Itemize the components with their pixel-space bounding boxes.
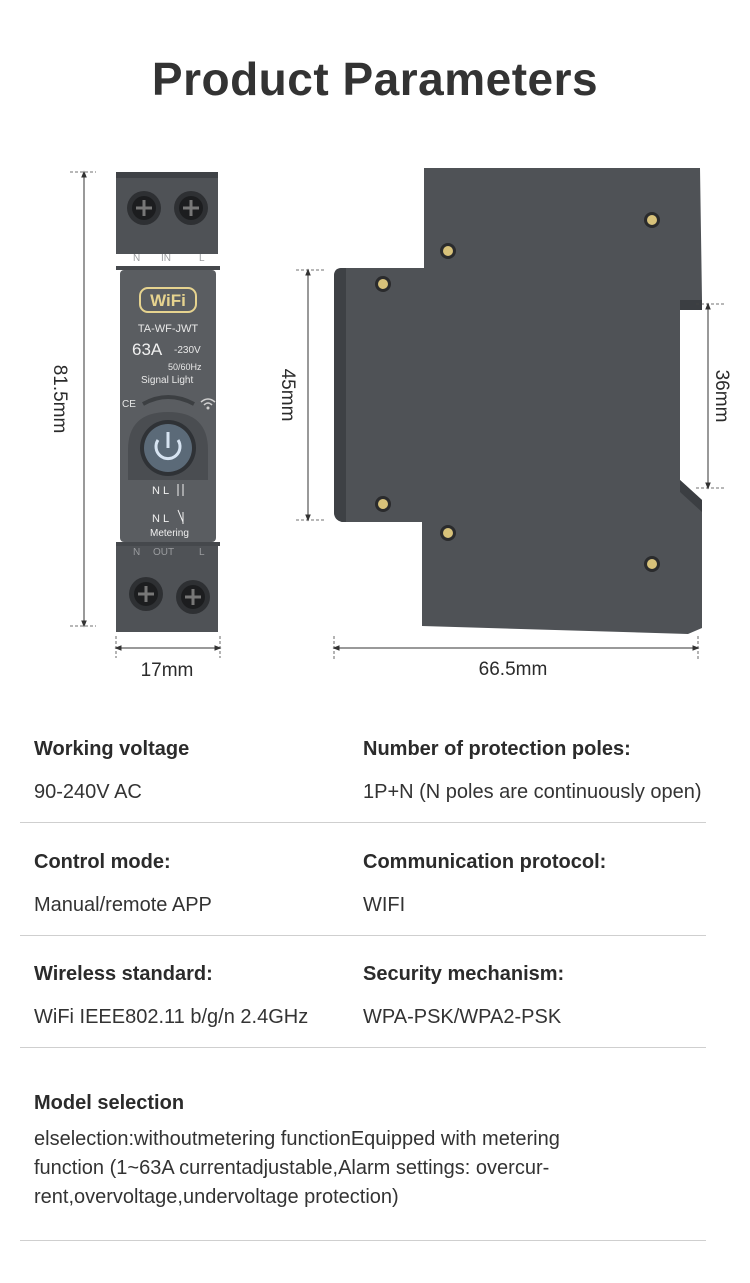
model-selection-text: elselection:withoutmetering functionEqui… [34, 1125, 644, 1212]
terminal-label-out: OUT [153, 547, 174, 558]
spec-label: Wireless standard: [34, 963, 213, 985]
wifi-badge-text: WiFi [150, 291, 186, 310]
screw-icon [176, 580, 210, 614]
switch-glyph-top: N L [152, 485, 169, 497]
device-side-view [334, 168, 702, 634]
spec-label: Working voltage [34, 738, 190, 760]
spec-value: WiFi IEEE802.11 b/g/n 2.4GHz [34, 1006, 309, 1028]
dim-label-height: 81.5mm [49, 365, 70, 434]
spec-value: 90-240V AC [34, 781, 142, 803]
screw-icon [440, 525, 456, 541]
screw-icon [174, 191, 208, 225]
dim-label-side-depth: 66.5mm [479, 659, 548, 680]
model-selection-line: rent,overvoltage,undervoltage protection… [34, 1186, 399, 1208]
page-title: Product Parameters [151, 53, 599, 105]
dim-label-width: 17mm [141, 660, 194, 681]
dimension-clip-height: 36mm [696, 302, 732, 490]
device-front-view: N IN L WiFi TA-WF-JWT 63A -230V 50/60Hz … [116, 172, 220, 632]
divider [20, 1047, 706, 1048]
terminal-label-n-bottom: N [133, 547, 140, 558]
screw-icon [127, 191, 161, 225]
wifi-icon [200, 398, 216, 410]
dimension-side-depth: 66.5mm [332, 636, 700, 680]
dimension-height: 81.5mm [49, 170, 96, 628]
dimension-rail-height: 45mm [277, 268, 326, 522]
divider [20, 935, 706, 936]
ce-mark: CE [122, 399, 136, 410]
spec-wireless-standard: Wireless standard: WiFi IEEE802.11 b/g/n… [34, 963, 308, 1029]
spec-protection-poles: Number of protection poles: 1P+N (N pole… [363, 738, 702, 804]
spec-working-voltage: Working voltage 90-240V AC [34, 738, 189, 804]
screw-icon [375, 276, 391, 292]
terminal-label-l-bottom: L [199, 547, 205, 558]
spec-label: Communication protocol: [363, 851, 607, 873]
screw-icon [644, 556, 660, 572]
screw-icon [440, 243, 456, 259]
switch-glyph-bottom: N L [152, 513, 169, 525]
spec-communication-protocol: Communication protocol: WIFI [363, 851, 606, 917]
device-rating: 63A [132, 340, 163, 359]
model-selection-line: elselection:withoutmetering functionEqui… [34, 1128, 560, 1150]
spec-control-mode: Control mode: Manual/remote APP [34, 851, 212, 917]
product-drawing: N IN L WiFi TA-WF-JWT 63A -230V 50/60Hz … [49, 168, 732, 681]
spec-value: WIFI [363, 894, 406, 916]
spec-label: Security mechanism: [363, 963, 565, 985]
spec-label: Number of protection poles: [363, 738, 631, 760]
screw-icon [129, 577, 163, 611]
screw-icon [375, 496, 391, 512]
spec-label: Control mode: [34, 851, 171, 873]
terminal-label-n: N [133, 253, 140, 264]
terminal-label-in: IN [161, 253, 171, 264]
terminal-label-l: L [199, 253, 205, 264]
divider [20, 1240, 706, 1241]
screw-icon [644, 212, 660, 228]
power-button-icon [140, 420, 196, 476]
dim-label-clip-height: 36mm [711, 370, 732, 423]
signal-light-label: Signal Light [141, 375, 193, 386]
dim-label-rail-height: 45mm [277, 369, 298, 422]
dimension-width: 17mm [114, 636, 222, 681]
spec-value: 1P+N (N poles are continuously open) [363, 781, 702, 803]
spec-value: Manual/remote APP [34, 894, 212, 916]
device-frequency: 50/60Hz [168, 362, 202, 372]
model-selection-line: function (1~63A currentadjustable,Alarm … [34, 1157, 550, 1179]
spec-value: WPA-PSK/WPA2-PSK [363, 1006, 562, 1028]
device-voltage: -230V [174, 345, 201, 356]
wifi-badge [139, 287, 197, 313]
divider [20, 822, 706, 823]
product-dimension-figure: N IN L WiFi TA-WF-JWT 63A -230V 50/60Hz … [0, 150, 750, 690]
model-selection-label: Model selection [34, 1092, 185, 1114]
spec-security-mechanism: Security mechanism: WPA-PSK/WPA2-PSK [363, 963, 564, 1029]
model-selection: Model selection elselection:withoutmeter… [34, 1092, 644, 1212]
device-model: TA-WF-JWT [138, 323, 199, 335]
metering-label: Metering [150, 528, 189, 539]
